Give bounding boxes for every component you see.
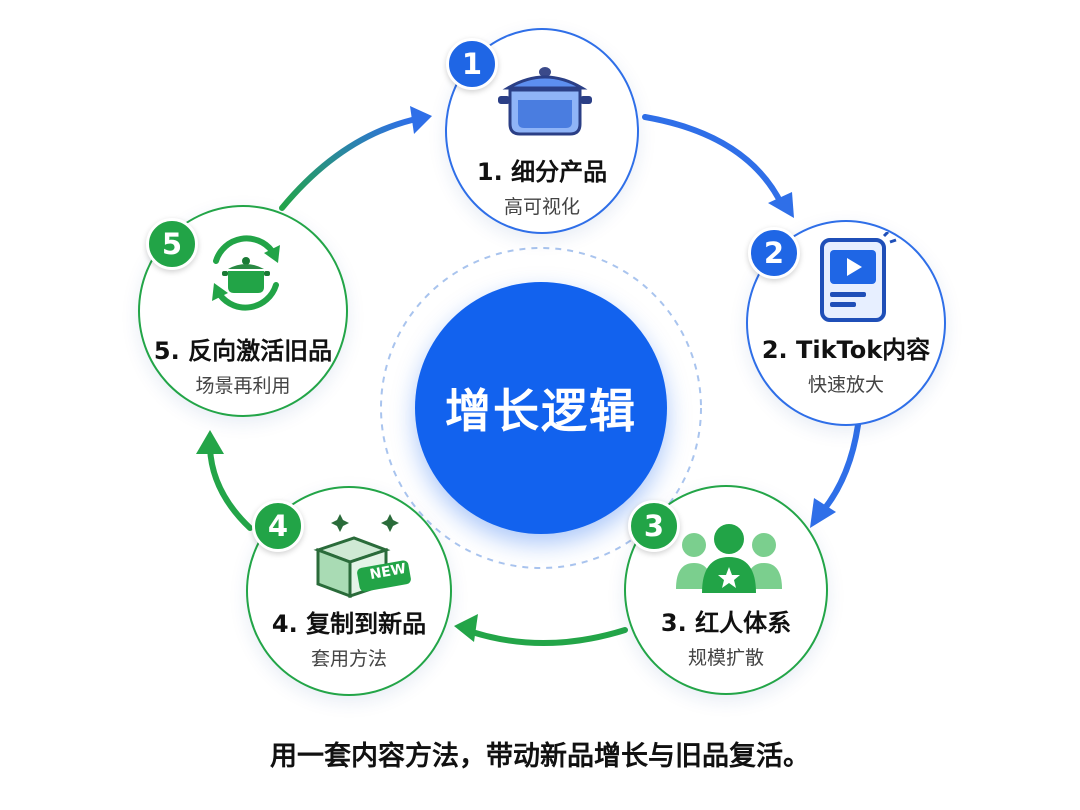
step-node-1: 1. 细分产品 高可视化: [445, 28, 639, 234]
arrow-1-to-2: [642, 114, 794, 218]
arrow-4-to-5: [196, 430, 253, 531]
step-node-3: 3. 红人体系 规模扩散: [624, 485, 828, 695]
step-subtitle: 高可视化: [503, 196, 580, 218]
step-number-badge-4: 4: [252, 500, 304, 552]
step-number-badge-5: 5: [146, 218, 198, 270]
step-subtitle: 规模扩散: [687, 647, 764, 669]
step-number-badge-1: 1: [446, 38, 498, 90]
step-subtitle: 场景再利用: [195, 375, 291, 397]
step-number-badge-2: 2: [748, 227, 800, 279]
new-box-icon: NEW: [310, 508, 414, 604]
influencer-group-icon: [674, 521, 784, 597]
step-title: 4. 复制到新品: [271, 610, 427, 638]
step-title: 1. 细分产品: [476, 158, 608, 186]
arrow-3-to-4: [454, 614, 628, 647]
step-subtitle: 快速放大: [807, 374, 884, 396]
arrow-5-to-1: [279, 106, 432, 211]
center-circle: 增长逻辑: [415, 282, 667, 534]
dashed-ring: [380, 247, 702, 569]
step-title: 5. 反向激活旧品: [153, 337, 333, 365]
caption: 用一套内容方法，带动新品增长与旧品复活。: [270, 741, 810, 772]
step-node-5: 5. 反向激活旧品 场景再利用: [138, 205, 348, 417]
step-number-badge-3: 3: [628, 500, 680, 552]
step-node-2: 2. TikTok内容 快速放大: [746, 220, 946, 426]
pot-icon: [494, 60, 596, 144]
video-phone-icon: [818, 230, 898, 328]
step-title: 2. TikTok内容: [761, 336, 931, 364]
step-title: 3. 红人体系: [660, 609, 792, 637]
arrow-2-to-3: [810, 422, 861, 528]
recycle-pot-icon: [202, 231, 290, 319]
center-title: 增长逻辑: [445, 384, 637, 438]
step-subtitle: 套用方法: [310, 648, 387, 670]
